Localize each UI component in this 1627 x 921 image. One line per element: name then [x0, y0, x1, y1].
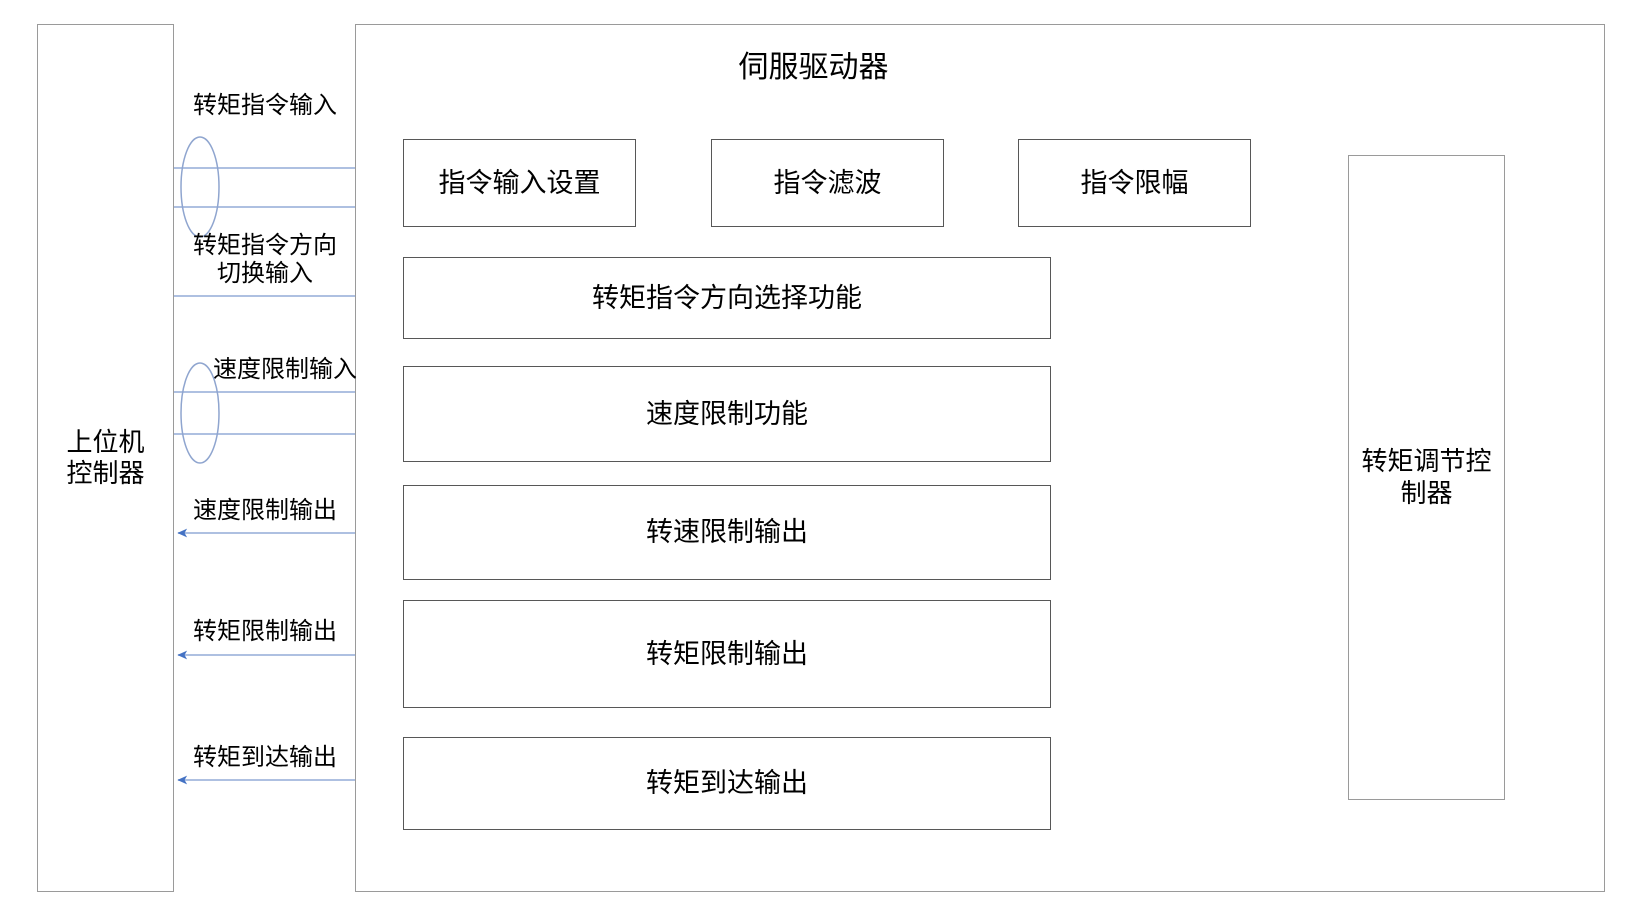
block-cmd-input-setting[interactable]: 指令输入设置	[403, 139, 636, 227]
signal-group-ellipse-torque-command-input	[180, 136, 220, 238]
block-speed-limit-function[interactable]: 速度限制功能	[403, 366, 1051, 462]
servo-driver-title: 伺服驱动器	[738, 51, 889, 84]
block-cmd-filter[interactable]: 指令滤波	[711, 139, 944, 227]
block-speed-limit-output[interactable]: 转速限制输出	[403, 485, 1051, 580]
block-torque-reached-output[interactable]: 转矩到达输出	[403, 737, 1051, 830]
block-torque-limit-output[interactable]: 转矩限制输出	[403, 600, 1051, 708]
signal-label-speed-limit-input: 速度限制输入	[213, 356, 357, 383]
signal-label-torque-limit-output: 转矩限制输出	[193, 618, 337, 645]
block-label: 转速限制输出	[646, 517, 808, 548]
signal-label-torque-command-direction-switch-input: 转矩指令方向 切换输入	[193, 232, 337, 288]
block-label: 速度限制功能	[646, 398, 808, 429]
host-controller-label: 上位机 控制器	[66, 426, 145, 488]
block-label: 转矩到达输出	[646, 768, 808, 799]
block-label: 指令滤波	[773, 167, 882, 198]
torque-regulation-controller-box[interactable]: 转矩调节控 制器	[1348, 155, 1505, 800]
block-torque-cmd-direction-select[interactable]: 转矩指令方向选择功能	[403, 257, 1051, 339]
block-label: 指令限幅	[1080, 167, 1189, 198]
torque-regulation-controller-label: 转矩调节控 制器	[1361, 446, 1492, 508]
block-label: 转矩限制输出	[646, 638, 808, 669]
signal-label-torque-reached-output: 转矩到达输出	[193, 744, 337, 771]
signal-label-speed-limit-output: 速度限制输出	[193, 497, 337, 524]
block-cmd-limit[interactable]: 指令限幅	[1018, 139, 1251, 227]
host-controller-box[interactable]: 上位机 控制器	[37, 24, 174, 892]
block-label: 转矩指令方向选择功能	[592, 282, 862, 313]
signal-label-torque-command-input: 转矩指令输入	[193, 92, 337, 119]
block-label: 指令输入设置	[438, 167, 601, 198]
